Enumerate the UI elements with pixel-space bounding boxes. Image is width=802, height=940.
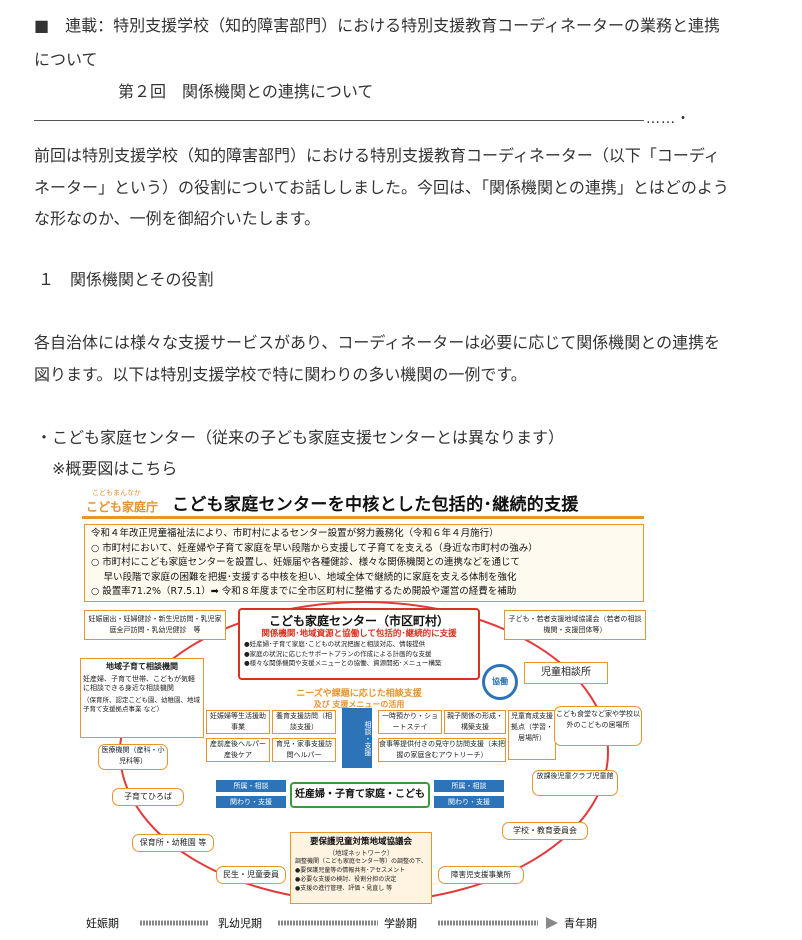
divider-line [34,120,644,121]
council-box: 要保護児童対策地域協議会 （地域ネットワーク） 調整機関（こども家庭センター等）… [290,832,432,904]
kyodo-cycle-icon: 協働 [482,664,518,700]
disability-support-office: 障害児支援事業所 [451,870,511,879]
diagram-title: こども家庭センターを中核とした包括的･継続的支援 [172,495,579,515]
menu-item-2: 養育支援訪問（相談支援） [276,712,332,731]
right-support-arrow: 関わり・支援 [434,796,504,808]
overview-diagram: こどもまんなか こども家庭庁 こども家庭センターを中核とした包括的･継続的支援 … [78,486,650,932]
article-heading: ■ 連載：特別支援学校（知的障害部門）における特別支援教育コーディネーターの業務… [34,16,720,35]
logo-small-text: こどもまんなか [92,489,141,497]
after-school-club: 放課後児童クラブ児童館 [536,772,614,780]
kyodo-text: 協働 [492,677,508,686]
center-subtitle: 関係機関･地域資源と協働して包括的･継続的に支援 [261,629,457,639]
notice-line-3: ○ 市町村にこども家庭センターを設置し、妊娠届や各種健診、様々な関係機関との連携… [91,557,521,568]
right-affiliation-arrow: 所属・相談 [434,780,504,792]
council-title: 要保護児童対策地域協議会 [309,837,412,847]
consult-support-text: 相談・支援 [364,720,372,756]
section-1-line-1: 各自治体には様々な支援サービスがあり、コーディネーターは必要に応じて関係機関との… [34,333,721,352]
kodomo-katei-cho-logo: こども家庭庁 [86,500,159,514]
consult-support-arrow: 相談・支援 [342,708,372,768]
school-education-board: 学校・教育委員会 [513,826,577,835]
community-consult-note: （保育所、認定こども園、幼稚園、地域子育て支援拠点事業 など） [83,696,200,713]
section-1-title: １ 関係機関とその役割 [38,270,214,289]
notice-line-1: 令和４年改正児童福祉法により、市町村によるセンター設置が努力義務化（令和６年４月… [91,528,499,539]
council-item-2: ●要保護児童等の情報共有･アセスメント [295,867,406,874]
timeline-pregnancy: 妊娠期 [86,917,119,930]
community-consult-title: 地域子育て相談機関 [106,662,178,671]
center-title: こども家庭センター（市区町村） [268,614,449,628]
community-consult-body: 妊産婦、子育て世帯、こどもが気軽に相談できる身近な相談機関 [83,675,195,692]
article-subheading: 第２回 関係機関との連携について [118,82,374,101]
family-box: 妊産婦・子育て家庭・こども [290,782,430,808]
menu-item-3: 一時預かり・ショートステイ [382,712,438,731]
left-support-arrow: 関わり・支援 [216,796,286,808]
notice-line-4: 早い段階で家庭の困難を把握･支援する中核を担い、地域全体で継続的に家庭を支える体… [91,571,517,583]
divider-dots: ……・ [646,111,691,127]
kosodate-hiroba: 子育てひろば [124,792,172,801]
children-cafeteria: こども食堂など家や学校以外のこどもの居場所 [556,710,640,729]
notice-line-5: ○ 設置率71.2%（R7.5.1）➡ 令和８年度までに全市区町村に整備するため… [91,586,517,597]
needs-heading: ニーズや課題に応じた相談支援 及び 支援メニューの活用 [274,686,444,710]
title-underline [82,516,644,519]
youth-council-text: 子ども・若者支援地域協議会（若者の相談機関・支援団体等） [508,615,642,634]
council-subtitle: （地域ネットワーク） [328,849,394,857]
menu-item-1: 妊娠婦等生活援助事業 [210,712,266,731]
council-item-4: ●支援の進行管理、評価・見直し 等 [295,885,393,892]
menu-item-7: 育児・家事支援訪問ヘルパー [276,740,332,759]
timeline-youth: 青年期 [564,917,597,930]
needs-title: ニーズや課題に応じた相談支援 [296,689,422,699]
left-top-services-text: 妊娠届出・妊婦健診・新生児訪問・乳児家庭全戸訪問・乳幼児健診 等 [88,615,222,634]
intro-line-1: 前回は特別支援学校（知的障害部門）における特別支援教育コーディネーター（以下「コ… [34,146,720,165]
welfare-commissioner: 民生・児童委員 [223,870,279,879]
nursery-kindergarten: 保育所・幼稚園 等 [139,838,207,847]
community-consult-box: 地域子育て相談機関 妊産婦、子育て世帯、こどもが気軽に相談できる身近な相談機関 … [80,658,204,738]
overview-note: ※概要図はこちら [52,459,178,478]
left-affiliation-arrow: 所属・相談 [216,780,286,792]
timeline-school-age: 学齢期 [384,917,417,930]
center-item-3: ●様々な関係機関や支援メニューとの協働、資源開拓･メニュー構築 [244,659,442,667]
notice-line-2: ○ 市町村において、妊産婦や子育て家庭を早い段階から支援して子育てを支える（身近… [91,542,538,554]
center-item-2: ●家庭の状況に応じたサポートプランの作成による計画的な支援 [244,649,432,658]
council-item-1: 調整機関（こども家庭センター等）の調整の下、 [295,858,428,865]
left-top-services-box: 妊娠届出・妊婦健診・新生児訪問・乳児家庭全戸訪問・乳幼児健診 等 [84,610,226,640]
section-1-line-2: 図ります。以下は特別支援学校で特に関わりの多い機関の一例です。 [34,365,527,384]
center-item-1: ●妊産婦･子育て家庭･こどもの状況把握と相談対応、情報提供 [244,640,426,648]
notice-box: 令和４年改正児童福祉法により、市町村によるセンター設置が努力義務化（令和６年４月… [84,524,644,602]
menu-item-5: 児童育成支援拠点（学習・居場所） [511,712,553,742]
medical-institution: 医療機関（産科・小児科等） [101,746,165,765]
bullet-kodomo-center: ・こども家庭センター（従来の子ども家庭支援センターとは異なります） [36,428,565,447]
child-guidance-center-box: 児童相談所 [524,662,608,684]
article-heading-cont: について [34,50,98,69]
kodomo-center-box: こども家庭センター（市区町村） 関係機関･地域資源と協働して包括的･継続的に支援… [238,608,480,680]
intro-line-3: な形なのか、一例を御紹介いたします。 [34,209,321,228]
menu-item-4: 親子関係の形成・構築支援 [447,712,503,731]
needs-subtitle: 及び 支援メニューの活用 [313,700,405,709]
menu-item-8: 食事等提供付きの見守り訪問支援（未把握の家庭含むアウトリーチ） [379,740,505,759]
menu-item-6: 産前産後ヘルパー産後ケア [210,740,266,759]
timeline-infancy: 乳幼児期 [218,917,262,930]
intro-line-2: ネーター」という）の役割についてお話ししました。今回は、「関係機関との連携」とは… [34,178,729,197]
youth-council-box: 子ども・若者支援地域協議会（若者の相談機関・支援団体等） [504,610,646,640]
child-guidance-center-text: 児童相談所 [541,667,591,678]
council-item-3: ●必要な支援の検討、役割分担の決定 [295,876,397,883]
